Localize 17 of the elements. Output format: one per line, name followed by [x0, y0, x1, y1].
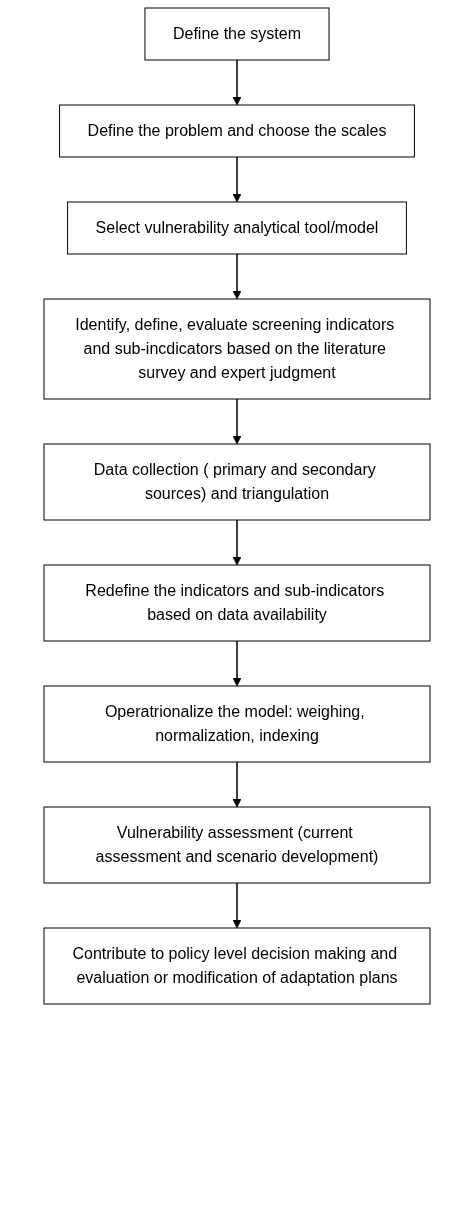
arrow [232, 882, 242, 929]
node-box: Contribute to policy level decision making and evaluation or modification of adaptation plans [43, 927, 431, 1005]
node-box: Select vulnerability analytical tool/model [67, 201, 407, 255]
arrow [232, 156, 242, 203]
arrow [232, 761, 242, 808]
node-box: Define the problem and choose the scales [59, 104, 415, 158]
arrow [232, 398, 242, 445]
node-box: Define the system [144, 7, 330, 61]
arrow [232, 640, 242, 687]
arrow [232, 519, 242, 566]
arrow [232, 253, 242, 300]
node-box: Operatrionalize the model: weighing, normalization, indexing [43, 685, 431, 763]
node-box: Redefine the indicators and sub-indicators based on data availability [43, 564, 431, 642]
node-box: Identify, define, evaluate screening indicators and sub-incdicators based on the literature survey and expert judgment [43, 298, 431, 400]
node-box: Vulnerability assessment (current assessment and scenario development) [43, 806, 431, 884]
arrow [232, 59, 242, 106]
node-box: Data collection ( primary and secondary sources) and triangulation [43, 443, 431, 521]
